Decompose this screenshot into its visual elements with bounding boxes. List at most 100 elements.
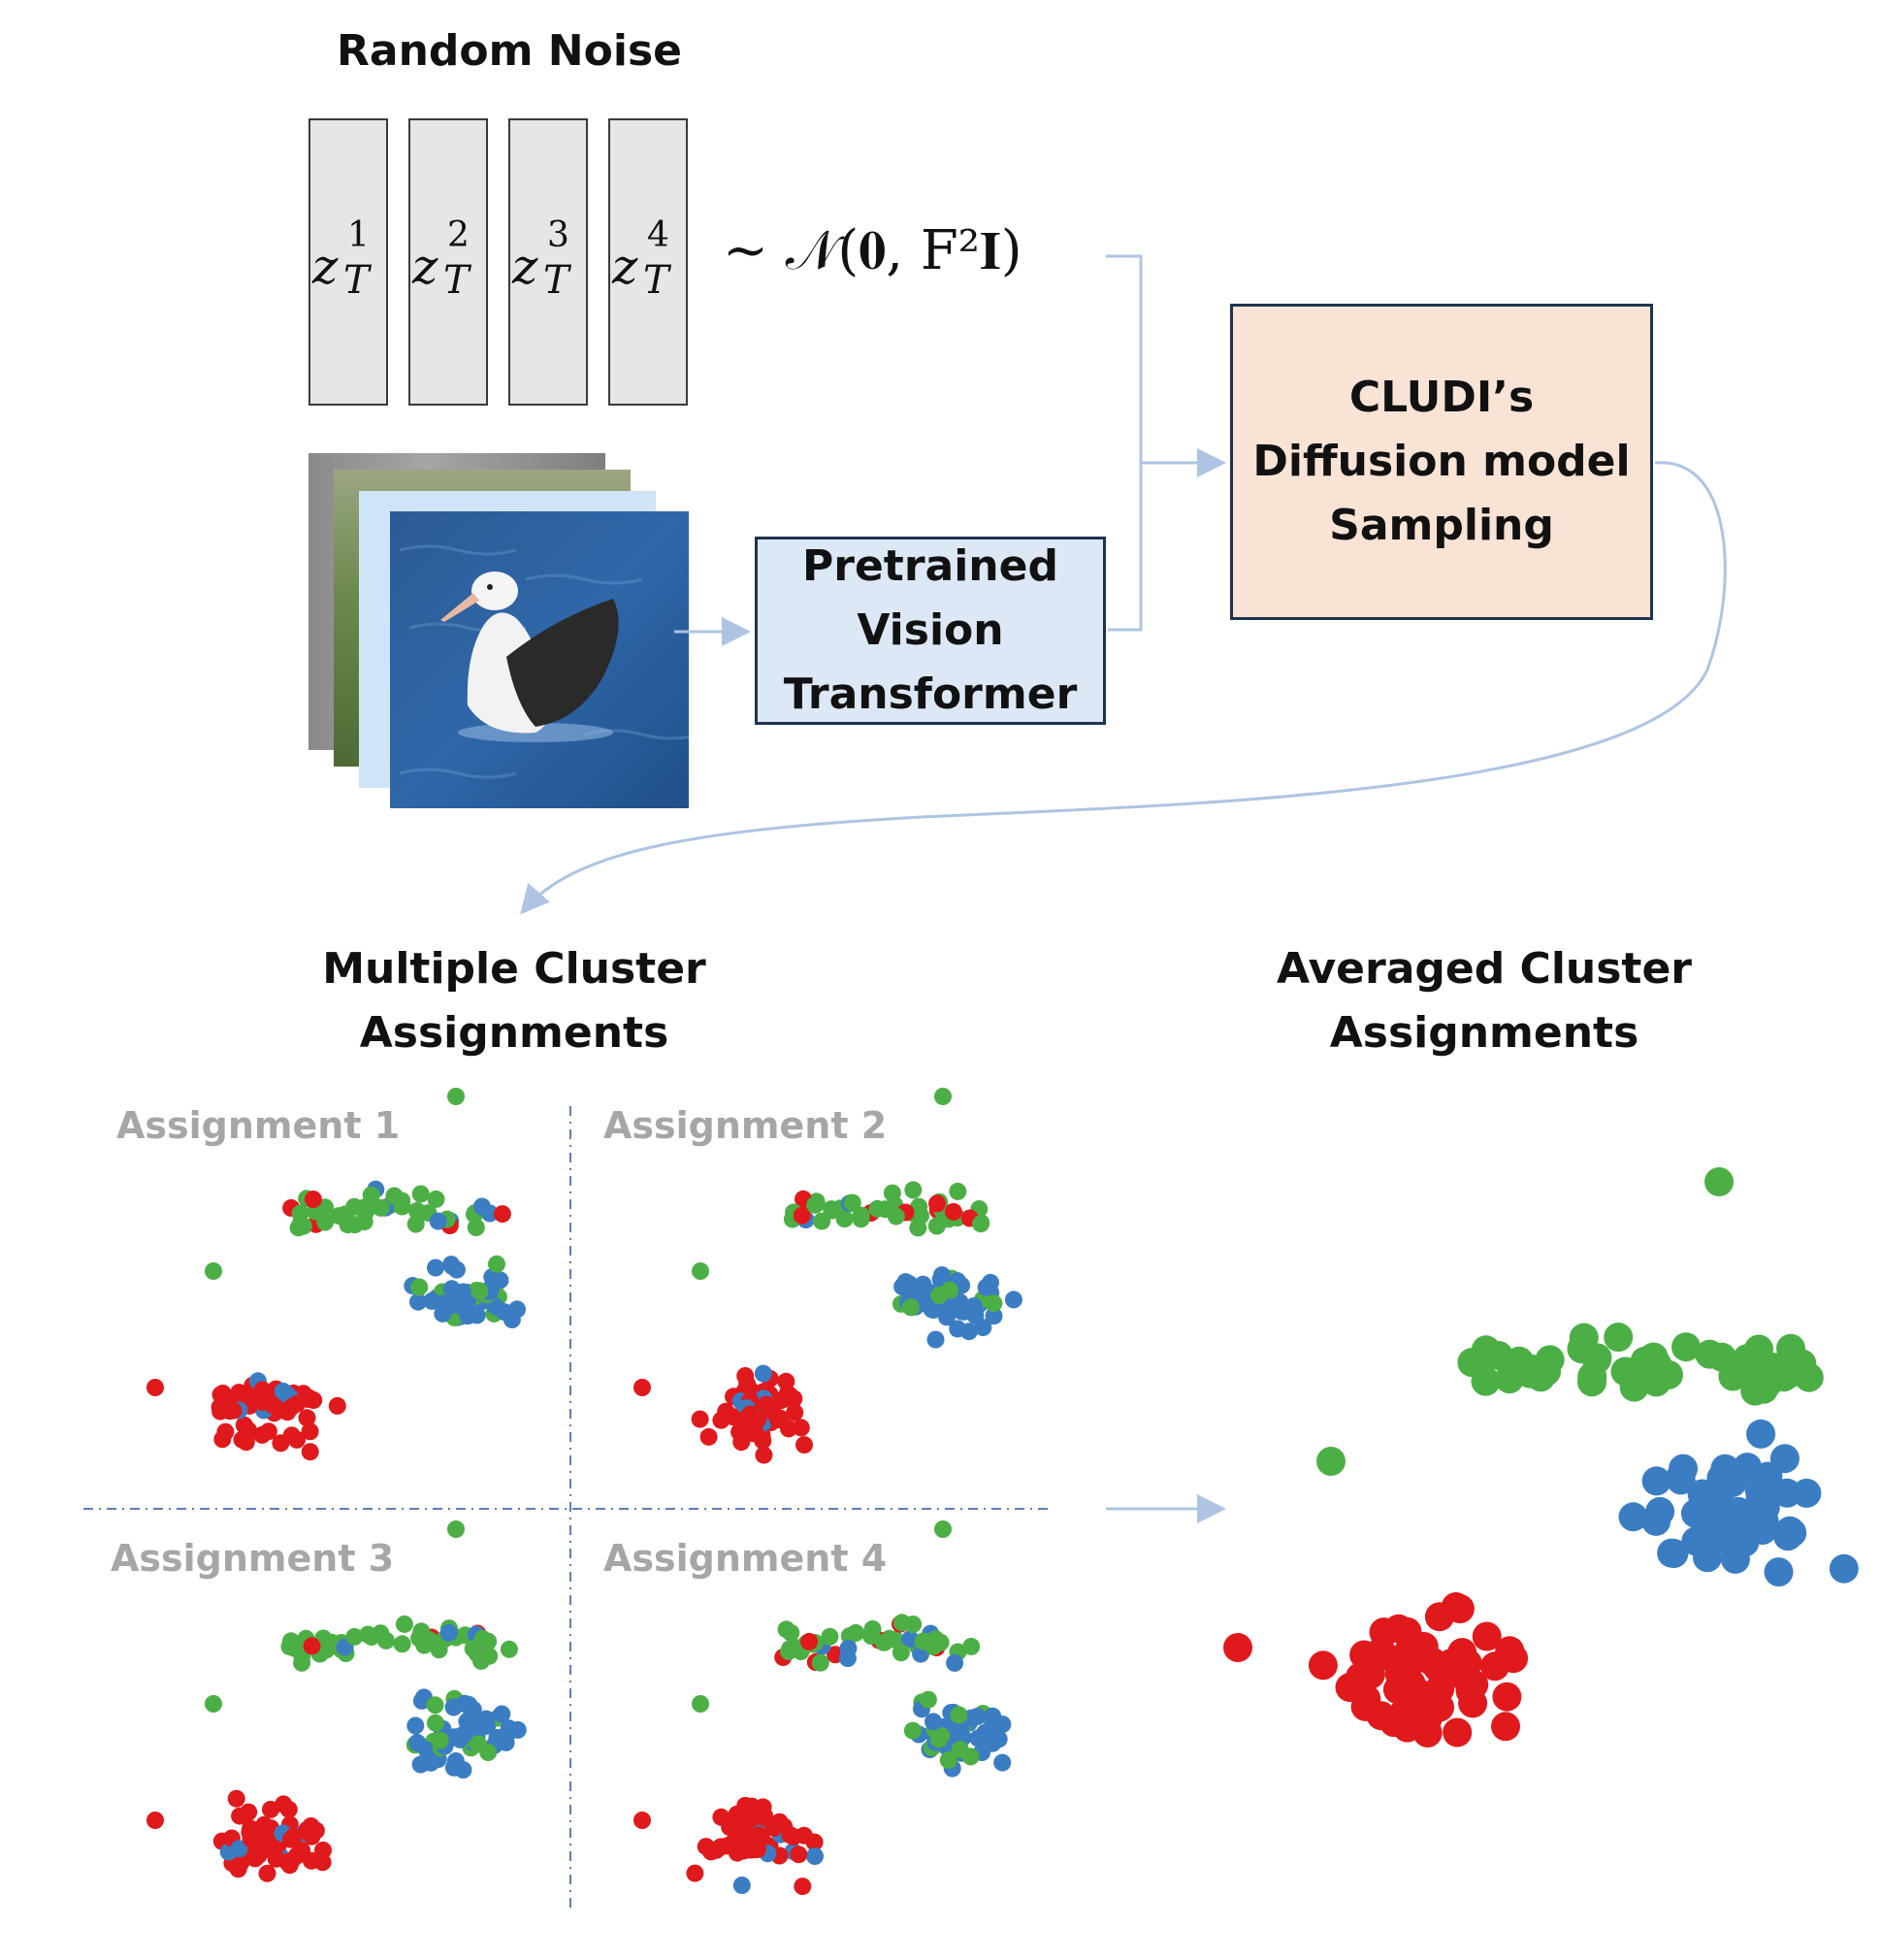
assignment-4-point xyxy=(863,1619,882,1638)
assignment-4-point xyxy=(838,1650,857,1668)
assignment-4-point xyxy=(925,1713,942,1731)
assignment-3-point xyxy=(229,1860,247,1878)
assignment-1-point xyxy=(372,1198,390,1217)
assignment-4-point xyxy=(800,1632,819,1650)
assignment-2-point xyxy=(949,1182,967,1200)
assignment-3-point xyxy=(480,1647,499,1665)
assignment-3-point xyxy=(426,1714,444,1732)
averaged-point xyxy=(1491,1712,1520,1742)
averaged-point xyxy=(1425,1674,1455,1704)
averaged-point xyxy=(1526,1362,1556,1392)
averaged-point xyxy=(1704,1167,1734,1196)
assignment-4-point xyxy=(806,1847,824,1865)
assignment-4-point xyxy=(968,1708,987,1726)
noise-vector-3 xyxy=(508,118,588,406)
diffusion-model-box: CLUDI’s Diffusion model Sampling xyxy=(1230,304,1653,620)
assignment-3-point xyxy=(242,1829,260,1847)
assignment-2-label: Assignment 2 xyxy=(603,1104,888,1147)
assignment-4-point xyxy=(876,1633,894,1651)
averaged-point xyxy=(1619,1372,1649,1402)
assignment-4-point xyxy=(939,1751,957,1769)
averaged-point xyxy=(1717,1468,1747,1498)
averaged-point xyxy=(1492,1682,1522,1712)
assignment-4-point xyxy=(794,1878,812,1896)
averaged-point xyxy=(1740,1376,1770,1406)
assignment-2-point xyxy=(781,1387,799,1405)
assignment-4-point xyxy=(780,1643,797,1660)
assignment-4-point xyxy=(984,1707,1002,1725)
assignment-1-point xyxy=(282,1426,301,1445)
averaged-point xyxy=(1472,1621,1502,1651)
assignment-2-point xyxy=(944,1202,962,1221)
assignment-4-point xyxy=(929,1730,948,1748)
assignment-3-point xyxy=(230,1840,248,1858)
assignment-4-point xyxy=(747,1841,765,1859)
assignment-1-point xyxy=(385,1187,404,1205)
noise-label-1: z 1 T xyxy=(312,215,370,303)
assignment-2-point xyxy=(949,1320,967,1338)
assignment-1-point xyxy=(488,1255,505,1273)
assignment-1-point xyxy=(406,1215,425,1233)
assignment-1-point xyxy=(493,1205,511,1224)
assignment-3-point xyxy=(446,1752,465,1770)
assignment-4-point xyxy=(738,1813,757,1831)
averaged-point xyxy=(1382,1675,1412,1705)
assignment-2-point xyxy=(754,1364,772,1383)
albatross-photo xyxy=(390,511,689,808)
averaged-point xyxy=(1705,1519,1735,1550)
assignment-4-point xyxy=(950,1706,968,1724)
assignment-1-point xyxy=(467,1219,485,1236)
noise-vector-2 xyxy=(408,118,488,406)
assignment-3-point xyxy=(275,1795,293,1813)
assignment-2-point xyxy=(926,1330,945,1349)
assignment-3-point xyxy=(473,1629,492,1648)
assignment-1-point xyxy=(316,1213,335,1231)
assignment-3-point xyxy=(293,1653,311,1672)
averaged-point xyxy=(1669,1454,1698,1484)
assignment-4-point xyxy=(692,1695,709,1713)
assignment-3-point xyxy=(205,1695,222,1713)
assignment-2-point xyxy=(792,1419,810,1437)
assignment-2-point xyxy=(755,1446,773,1464)
averaged-point xyxy=(1392,1617,1422,1647)
assignment-2-point xyxy=(732,1433,751,1452)
assignment-2-point xyxy=(835,1210,854,1228)
assignment-3-point xyxy=(439,1623,458,1642)
assignment-4-point xyxy=(919,1690,937,1709)
assignment-4-label: Assignment 4 xyxy=(603,1537,888,1580)
assignment-4-point xyxy=(931,1633,950,1651)
assignment-4-point xyxy=(901,1630,920,1649)
averaged-point xyxy=(1706,1342,1736,1372)
assignment-3-point xyxy=(499,1723,517,1742)
averaged-point xyxy=(1746,1419,1776,1449)
assignment-3-point xyxy=(395,1615,413,1633)
assignment-3-point xyxy=(431,1731,449,1749)
assignment-1-point xyxy=(301,1422,319,1441)
averaged-point xyxy=(1466,1346,1496,1375)
assignment-2-point xyxy=(883,1184,901,1202)
averaged-point xyxy=(1366,1636,1396,1666)
assignment-1-point xyxy=(427,1190,445,1208)
assignment-3-point xyxy=(455,1694,473,1713)
assignment-4-point xyxy=(946,1653,964,1672)
assignment-2-point xyxy=(786,1403,804,1421)
assignment-1-point xyxy=(470,1282,489,1300)
averaged-point xyxy=(1776,1333,1805,1363)
assignment-3-point xyxy=(240,1803,258,1821)
assignment-4-point xyxy=(934,1520,952,1538)
assignment-3-point xyxy=(302,1825,320,1844)
assignment-1-point xyxy=(146,1379,164,1396)
averaged-point xyxy=(1495,1364,1524,1394)
assignment-3-point xyxy=(493,1705,511,1723)
assignment-4-point xyxy=(742,1797,761,1815)
assignment-2-point xyxy=(912,1207,929,1225)
assignment-1-point xyxy=(359,1198,377,1217)
assignment-2-point xyxy=(813,1212,831,1230)
assignment-2-point xyxy=(904,1181,923,1199)
assignment-1-point xyxy=(253,1381,272,1399)
assignment-2-point xyxy=(736,1367,755,1385)
averaged-point xyxy=(1223,1633,1252,1662)
averaged-point xyxy=(1582,1343,1612,1373)
assignment-2-point xyxy=(691,1410,709,1428)
